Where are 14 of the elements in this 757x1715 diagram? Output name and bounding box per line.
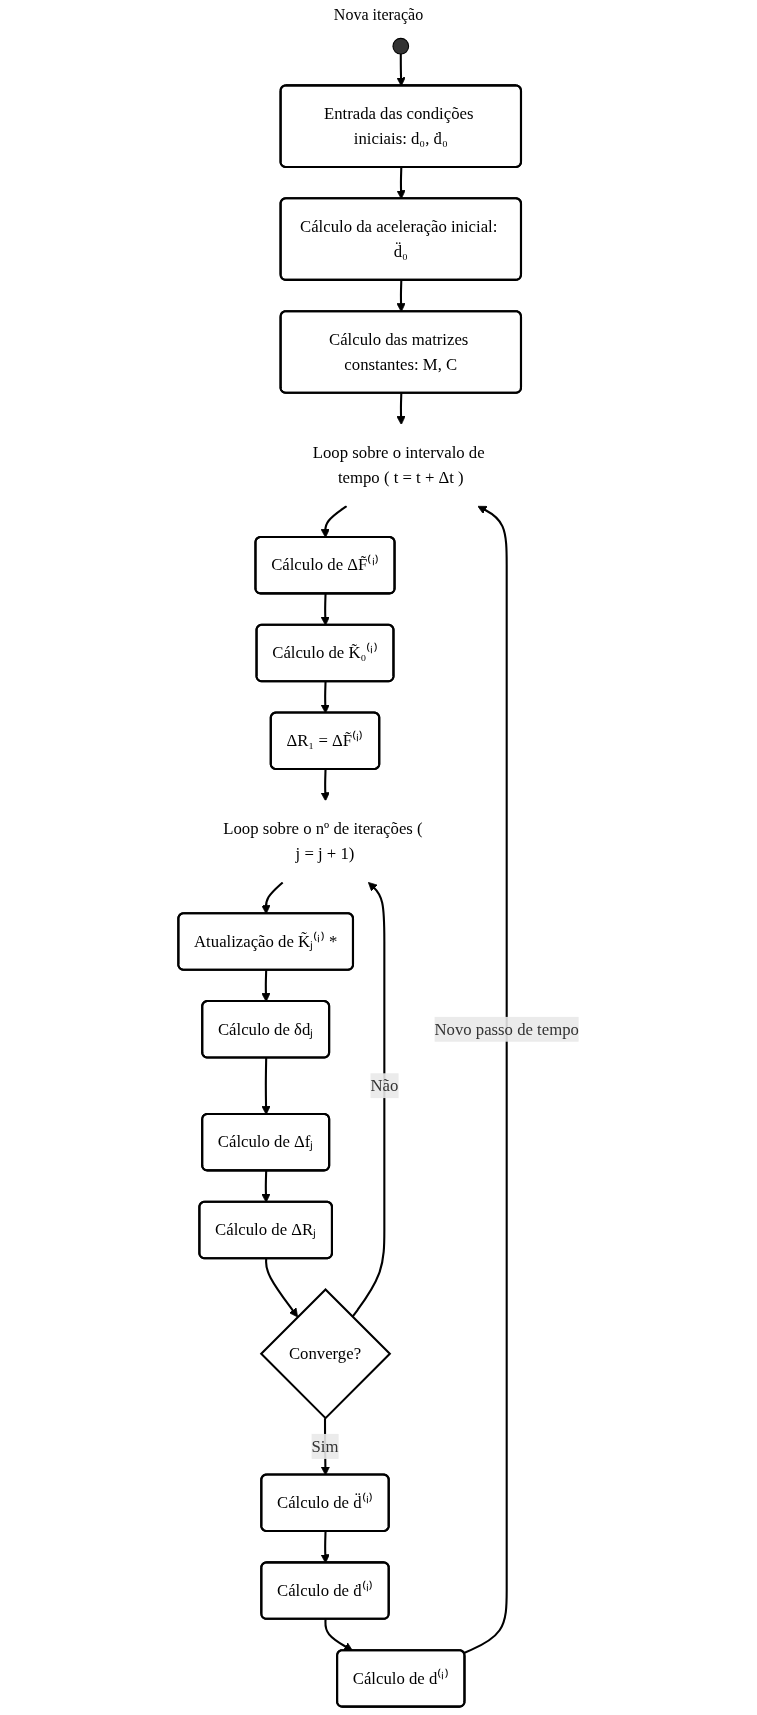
node-diamond: Converge? [259, 1288, 392, 1420]
edge-label: Sim [311, 1436, 339, 1455]
node-text: Loop sobre o intervalo de tempo ( t = t + Δt ) [312, 442, 485, 486]
arrow [264, 1258, 298, 1318]
arrow [351, 882, 386, 1318]
arrow [463, 505, 508, 1654]
note-text: Nova iteração [333, 6, 424, 23]
node-text: Loop sobre o nº de iterações ( j = j + 1) [223, 819, 423, 863]
arrow [396, 393, 406, 425]
edge-label: Novo passo de tempo [434, 1019, 579, 1038]
edge-label: Não [370, 1076, 399, 1095]
arrow [261, 970, 271, 1002]
arrow [320, 769, 330, 802]
node-circle [392, 37, 409, 55]
